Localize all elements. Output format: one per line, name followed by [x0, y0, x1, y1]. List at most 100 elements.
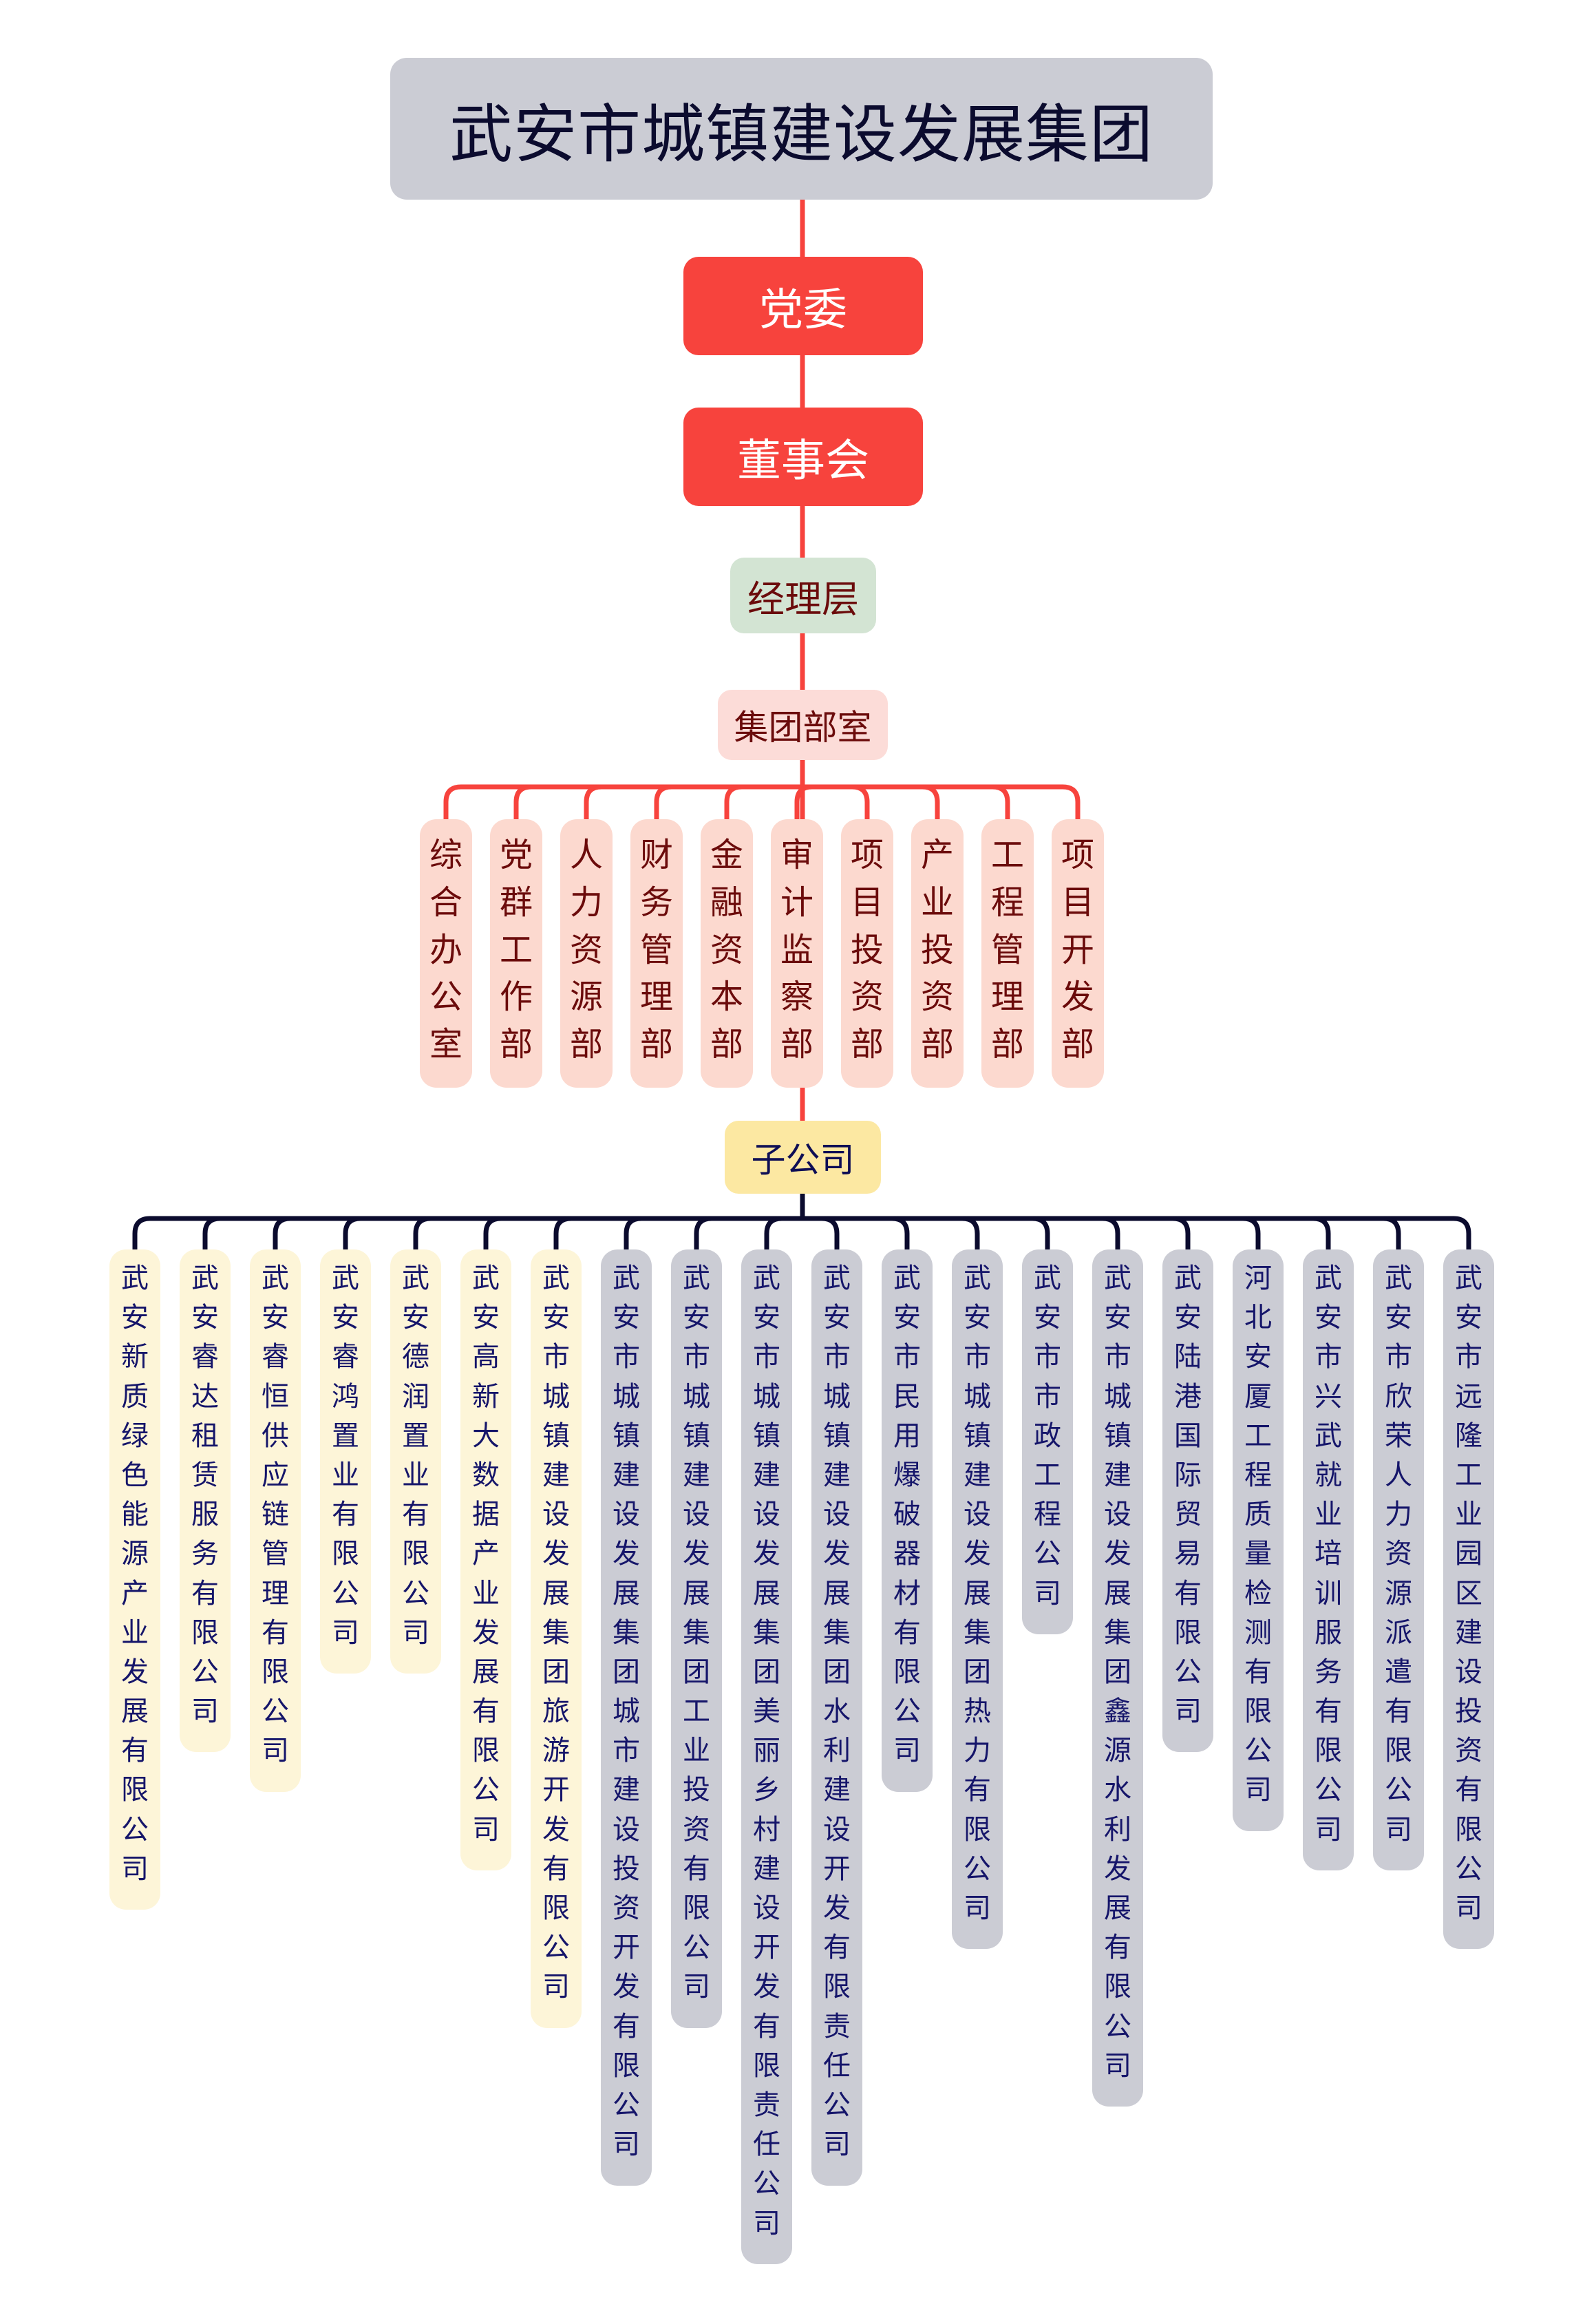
- subsidiary-char: 公: [1455, 1853, 1482, 1885]
- subsidiary-node[interactable]: 武安市城镇建设发展集团热力有限公司: [952, 1249, 1003, 1950]
- subsidiary-char: 业: [1315, 1499, 1342, 1531]
- departments-label: 集团部室: [734, 708, 872, 748]
- department-node[interactable]: 党群工作部: [490, 819, 542, 1088]
- subsidiary-char: 司: [191, 1696, 219, 1728]
- subsidiary-char: 据: [472, 1499, 500, 1531]
- subsidiary-char: 限: [542, 1892, 570, 1924]
- subsidiary-node[interactable]: 河北安厦工程质量检测有限公司: [1233, 1249, 1284, 1831]
- subsidiary-char: 公: [1244, 1735, 1272, 1767]
- subsidiary-char: 集: [613, 1616, 640, 1649]
- subsidiary-node[interactable]: 武安市兴武就业培训服务有限公司: [1303, 1249, 1354, 1870]
- subsidiary-char: 镇: [964, 1420, 991, 1452]
- subsidiary-char: 建: [753, 1459, 780, 1491]
- subsidiary-char: 发: [753, 1971, 780, 2003]
- subsidiary-char: 热: [964, 1696, 991, 1728]
- subsidiary-char: 绿: [121, 1420, 149, 1452]
- subsidiary-node[interactable]: 武安市民用爆破器材有限公司: [882, 1249, 933, 1792]
- subsidiary-char: 发: [753, 1538, 780, 1570]
- subsidiary-char: 供: [262, 1420, 289, 1452]
- subsidiary-node[interactable]: 武安市城镇建设发展集团鑫源水利发展有限公司: [1092, 1249, 1143, 2107]
- subsidiary-char: 司: [1315, 1813, 1342, 1846]
- node-group-departments[interactable]: 集团部室: [718, 690, 888, 760]
- subsidiary-char: 司: [1455, 1892, 1482, 1924]
- subsidiary-char: 隆: [1455, 1420, 1482, 1452]
- subsidiary-char: 安: [121, 1302, 149, 1334]
- department-node[interactable]: 综合办公室: [420, 819, 472, 1088]
- subsidiary-node[interactable]: 武安市城镇建设发展集团工业投资有限公司: [671, 1249, 722, 2028]
- subsidiary-node[interactable]: 武安新质绿色能源产业发展有限公司: [109, 1249, 160, 1910]
- subsidiary-node[interactable]: 武安市市政工程公司: [1022, 1249, 1073, 1634]
- subsidiary-char: 源: [1385, 1577, 1412, 1610]
- subsidiary-node[interactable]: 武安市城镇建设发展集团水利建设开发有限责任公司: [811, 1249, 862, 2186]
- department-connector: [922, 784, 940, 819]
- subsidiary-char: 安: [332, 1302, 359, 1334]
- department-char: 部: [569, 1025, 603, 1064]
- department-node[interactable]: 人力资源部: [560, 819, 613, 1088]
- department-node[interactable]: 项目开发部: [1052, 819, 1104, 1088]
- subsidiary-char: 量: [1244, 1538, 1272, 1570]
- subsidiary-char: 展: [964, 1577, 991, 1610]
- subsidiary-char: 安: [191, 1302, 219, 1334]
- subsidiary-char: 安: [823, 1302, 851, 1334]
- department-char: 金: [710, 836, 743, 874]
- subsidiary-node[interactable]: 武安市欣荣人力资源派遣有限公司: [1373, 1249, 1424, 1870]
- node-management[interactable]: 经理层: [730, 558, 876, 633]
- subsidiary-char: 恒: [262, 1380, 289, 1413]
- subsidiary-char: 任: [753, 2129, 780, 2161]
- node-party-committee[interactable]: 党委: [683, 257, 923, 355]
- subsidiary-char: 限: [262, 1656, 289, 1688]
- department-node[interactable]: 金融资本部: [701, 819, 753, 1088]
- subsidiary-char: 安: [683, 1302, 710, 1334]
- subsidiary-char: 检: [1244, 1577, 1272, 1610]
- department-node[interactable]: 财务管理部: [630, 819, 683, 1088]
- subsidiary-char: 安: [1104, 1302, 1131, 1334]
- subsidiary-char: 有: [1385, 1696, 1412, 1728]
- subsidiary-char: 有: [332, 1499, 359, 1531]
- subsidiary-char: 旅: [542, 1696, 570, 1728]
- department-char: 部: [639, 1025, 673, 1064]
- department-node[interactable]: 产业投资部: [911, 819, 964, 1088]
- department-node[interactable]: 审计监察部: [771, 819, 823, 1088]
- department-char: 目: [1061, 883, 1094, 922]
- subsidiary-char: 安: [472, 1302, 500, 1334]
- subsidiary-char: 利: [823, 1735, 851, 1767]
- subsidiary-char: 市: [1034, 1380, 1061, 1413]
- subsidiary-char: 发: [472, 1616, 500, 1649]
- subsidiary-node[interactable]: 武安市城镇建设发展集团城市建设投资开发有限公司: [601, 1249, 652, 2186]
- subsidiary-char: 置: [332, 1420, 359, 1452]
- department-node[interactable]: 工程管理部: [981, 819, 1034, 1088]
- subsidiary-node[interactable]: 武安陆港国际贸易有限公司: [1162, 1249, 1213, 1753]
- subsidiary-char: 责: [823, 2010, 851, 2043]
- subsidiary-node[interactable]: 武安睿达租赁服务有限公司: [180, 1249, 231, 1753]
- subsidiary-char: 工: [683, 1696, 710, 1728]
- subsidiary-char: 发: [613, 1538, 640, 1570]
- subsidiary-char: 有: [1244, 1656, 1272, 1688]
- subsidiary-char: 丽: [753, 1735, 780, 1767]
- subsidiary-char: 限: [1244, 1696, 1272, 1728]
- subsidiary-node[interactable]: 武安市城镇建设发展集团旅游开发有限公司: [531, 1249, 582, 2028]
- subsidiary-char: 市: [613, 1735, 640, 1767]
- node-subsidiaries[interactable]: 子公司: [725, 1121, 881, 1194]
- department-char: 办: [429, 930, 462, 969]
- subsidiary-node[interactable]: 武安高新大数据产业发展有限公司: [460, 1249, 511, 1870]
- subsidiary-node[interactable]: 武安德润置业有限公司: [390, 1249, 441, 1674]
- department-char: 投: [850, 930, 884, 969]
- subsidiary-node[interactable]: 武安睿鸿置业有限公司: [320, 1249, 371, 1674]
- subsidiary-char: 司: [964, 1892, 991, 1924]
- subsidiary-node[interactable]: 武安市远隆工业园区建设投资有限公司: [1443, 1249, 1494, 1950]
- subsidiary-char: 程: [1034, 1499, 1061, 1531]
- subsidiary-node[interactable]: 武安睿恒供应链管理有限公司: [250, 1249, 301, 1792]
- subsidiary-char: 司: [332, 1616, 359, 1649]
- node-board-of-directors[interactable]: 董事会: [683, 408, 923, 506]
- subsidiary-char: 武: [1315, 1420, 1342, 1452]
- subsidiary-node[interactable]: 武安市城镇建设发展集团美丽乡村建设开发有限责任公司: [741, 1249, 792, 2264]
- department-char: 投: [920, 930, 954, 969]
- subsidiary-char: 市: [893, 1341, 921, 1373]
- subsidiary-char: 安: [402, 1302, 429, 1334]
- subsidiary-char: 公: [472, 1774, 500, 1806]
- subsidiary-connector: [202, 1216, 221, 1249]
- root-node-group-name[interactable]: 武安市城镇建设发展集团: [390, 58, 1213, 200]
- subsidiary-char: 城: [823, 1380, 851, 1413]
- subsidiary-char: 睿: [262, 1341, 289, 1373]
- department-node[interactable]: 项目投资部: [841, 819, 893, 1088]
